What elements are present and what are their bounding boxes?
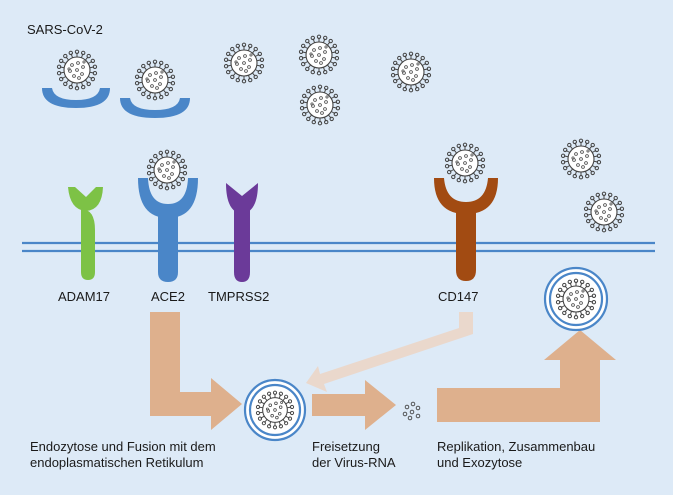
virus-particle	[134, 59, 176, 101]
adam17-label: ADAM17	[58, 289, 111, 304]
step-endocytosis-label: Endozytose und Fusion mit dem endoplasma…	[30, 439, 216, 471]
virus-particle	[223, 42, 265, 84]
tmprss2-label: TMPRSS2	[208, 289, 270, 304]
virus-particle	[390, 51, 432, 93]
vesicle-virus	[243, 378, 307, 442]
ace2-label: ACE2	[151, 289, 185, 304]
arrow-endocytosis	[150, 312, 242, 430]
step-replication-line2: und Exozytose	[437, 455, 523, 470]
cd147-receptor	[434, 178, 498, 281]
virus-particle	[299, 84, 341, 126]
adam17-receptor	[68, 187, 103, 280]
virus-particle	[583, 191, 625, 233]
cell-membrane	[22, 241, 655, 253]
virus-label: SARS-CoV-2	[27, 22, 103, 37]
step-replication-label: Replikation, Zusammenbau und Exozytose	[437, 439, 595, 471]
tmprss2-receptor	[226, 183, 258, 282]
step-endocytosis-line2: endoplasmatischen Retikulum	[30, 455, 204, 470]
arrow-replication	[437, 330, 616, 422]
step-release-line1: Freisetzung	[312, 439, 380, 454]
step-replication-line1: Replikation, Zusammenbau	[437, 439, 596, 454]
soluble-ace2-receptor	[120, 98, 190, 118]
viral-rna	[402, 401, 421, 421]
virus-particle	[56, 49, 98, 91]
ace2-receptor	[138, 178, 198, 282]
arrow-cd147-entry	[306, 312, 473, 392]
step-endocytosis-line1: Endozytose und Fusion mit dem	[30, 439, 216, 454]
step-release-line2: der Virus-RNA	[312, 455, 396, 470]
cd147-label: CD147	[438, 289, 479, 304]
exocytosis-vesicle	[543, 266, 609, 332]
virus-particle	[444, 142, 486, 184]
virus-particle	[560, 138, 602, 180]
virus-particle	[146, 149, 188, 191]
soluble-ace2-receptor	[42, 88, 110, 108]
step-release-label: Freisetzung der Virus-RNA	[312, 439, 396, 471]
arrow-release	[312, 380, 396, 430]
virus-particle	[298, 34, 340, 76]
